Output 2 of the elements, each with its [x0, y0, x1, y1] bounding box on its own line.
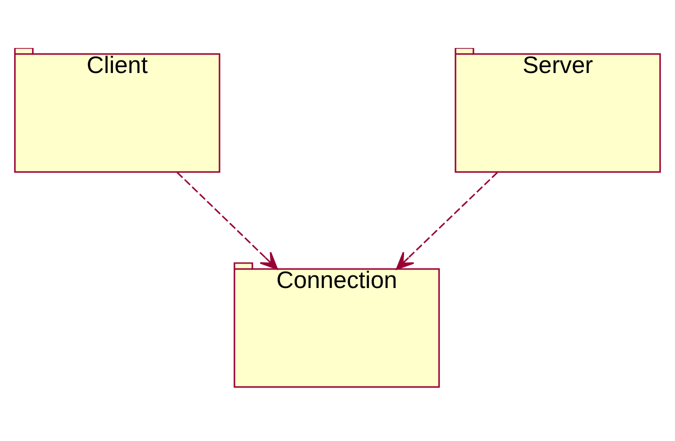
- arrow: [396, 172, 498, 270]
- arrow: [176, 172, 278, 270]
